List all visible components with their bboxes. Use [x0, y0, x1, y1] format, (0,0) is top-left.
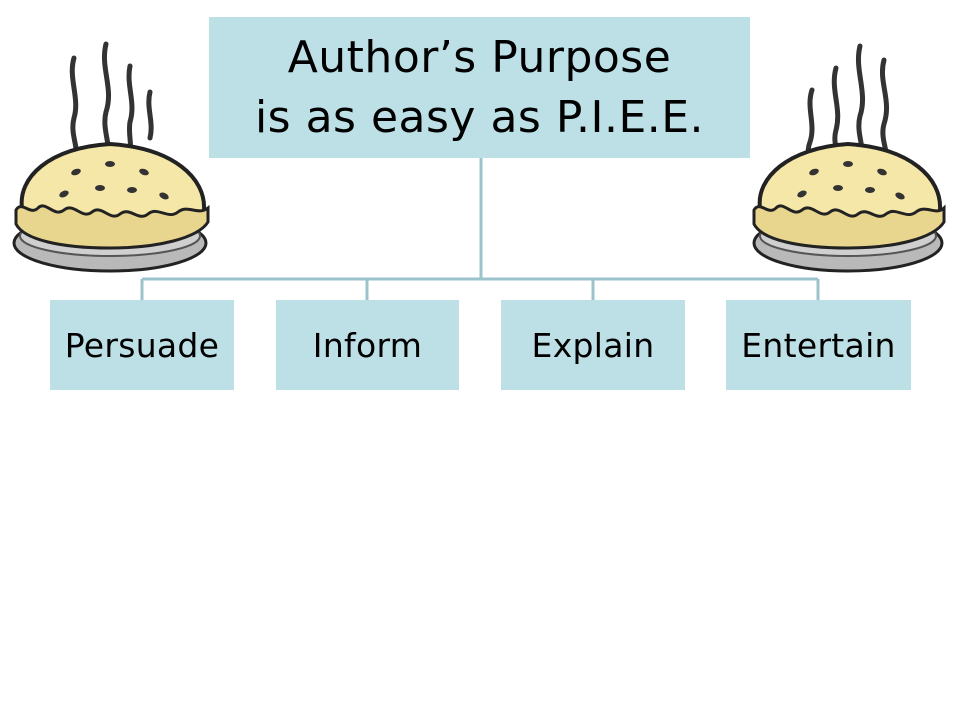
- title-line-1: Author’s Purpose: [287, 31, 672, 83]
- title-line-2: is as easy as P.I.E.E.: [254, 91, 705, 143]
- node-persuade: Persuade: [50, 300, 234, 390]
- node-entertain: Entertain: [726, 300, 911, 390]
- connector-lines: [140, 158, 820, 300]
- steaming-pie-icon: [12, 41, 210, 273]
- node-explain: Explain: [501, 300, 685, 390]
- node-inform: Inform: [276, 300, 459, 390]
- steaming-pie-icon: [752, 43, 946, 273]
- title-box: Author’s Purpose is as easy as P.I.E.E.: [209, 17, 750, 158]
